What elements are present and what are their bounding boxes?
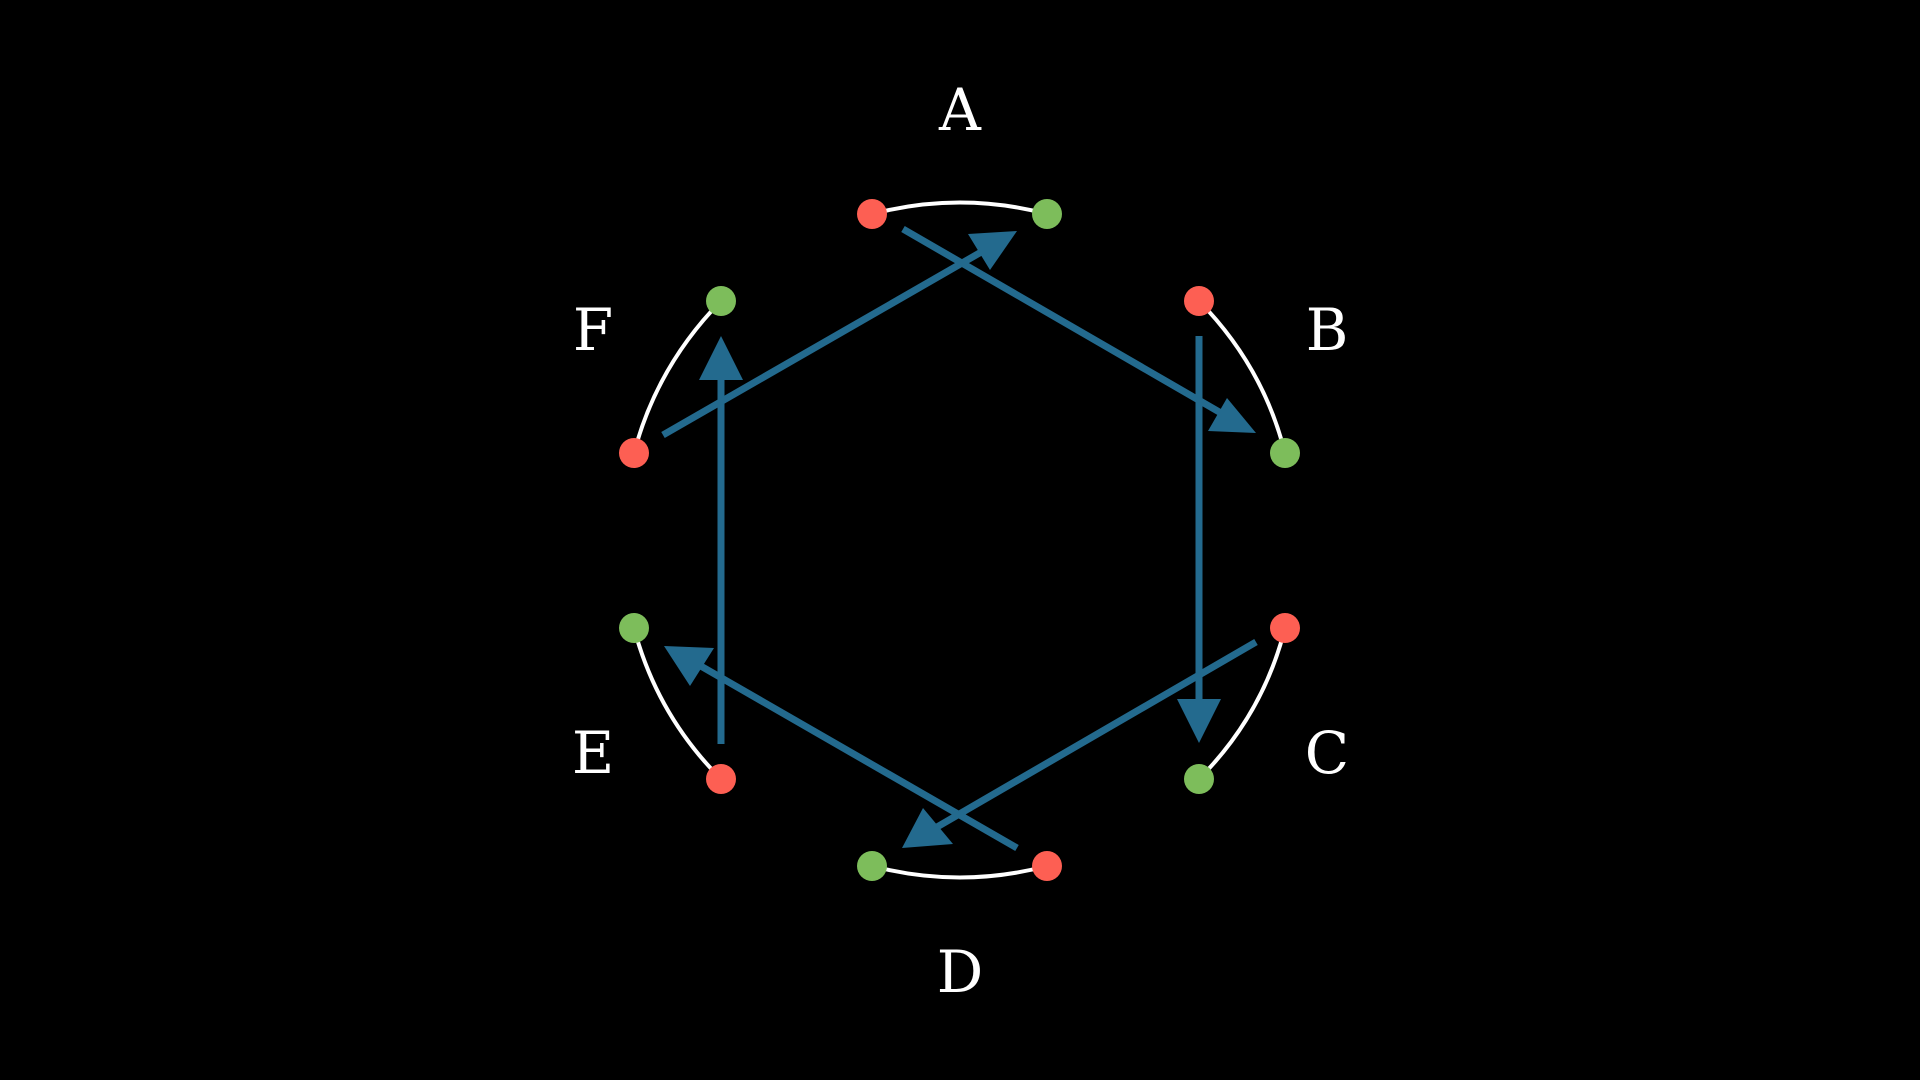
- arc-node-e: [632, 627, 723, 781]
- node-label-b: B: [1306, 296, 1349, 364]
- node-b-start-dot: [1184, 286, 1214, 316]
- node-e-start-dot: [706, 764, 736, 794]
- node-c-start-dot: [1270, 613, 1300, 643]
- arrow-a-to-b-head: [1208, 398, 1256, 433]
- arrow-f-to-a-shaft: [661, 247, 985, 439]
- arrow-f-to-a-head: [968, 231, 1017, 270]
- arrow-c-to-d-head: [902, 808, 953, 848]
- arrow-a-to-b-shaft: [901, 225, 1223, 417]
- node-b-end-dot: [1270, 438, 1300, 468]
- arc-node-a: [871, 200, 1048, 216]
- node-f-start-dot: [619, 438, 649, 468]
- node-label-d: D: [937, 938, 984, 1006]
- arc-node-f: [632, 299, 723, 454]
- node-d-end-dot: [857, 851, 887, 881]
- node-a-end-dot: [1032, 199, 1062, 229]
- arrow-c-to-d-shaft: [935, 638, 1258, 831]
- node-c-end-dot: [1184, 764, 1214, 794]
- endpoint-dots: [619, 199, 1300, 881]
- node-e-end-dot: [619, 613, 649, 643]
- cycle-arrows: [661, 225, 1258, 852]
- node-label-c: C: [1305, 719, 1349, 787]
- node-a-start-dot: [857, 199, 887, 229]
- arc-node-d: [871, 864, 1048, 880]
- arc-node-b: [1197, 299, 1287, 454]
- node-labels: A B C D E F: [572, 76, 1349, 1006]
- node-f-end-dot: [706, 286, 736, 316]
- arc-node-c: [1197, 627, 1287, 781]
- node-d-start-dot: [1032, 851, 1062, 881]
- arrow-e-to-f-head: [699, 336, 743, 380]
- node-label-a: A: [938, 76, 982, 144]
- node-label-f: F: [573, 296, 613, 364]
- node-arcs: [632, 200, 1287, 880]
- arrow-b-to-c-head: [1177, 699, 1221, 743]
- arrow-d-to-e-head: [664, 646, 714, 686]
- node-label-e: E: [572, 719, 614, 787]
- arrow-d-to-e-shaft: [697, 661, 1019, 852]
